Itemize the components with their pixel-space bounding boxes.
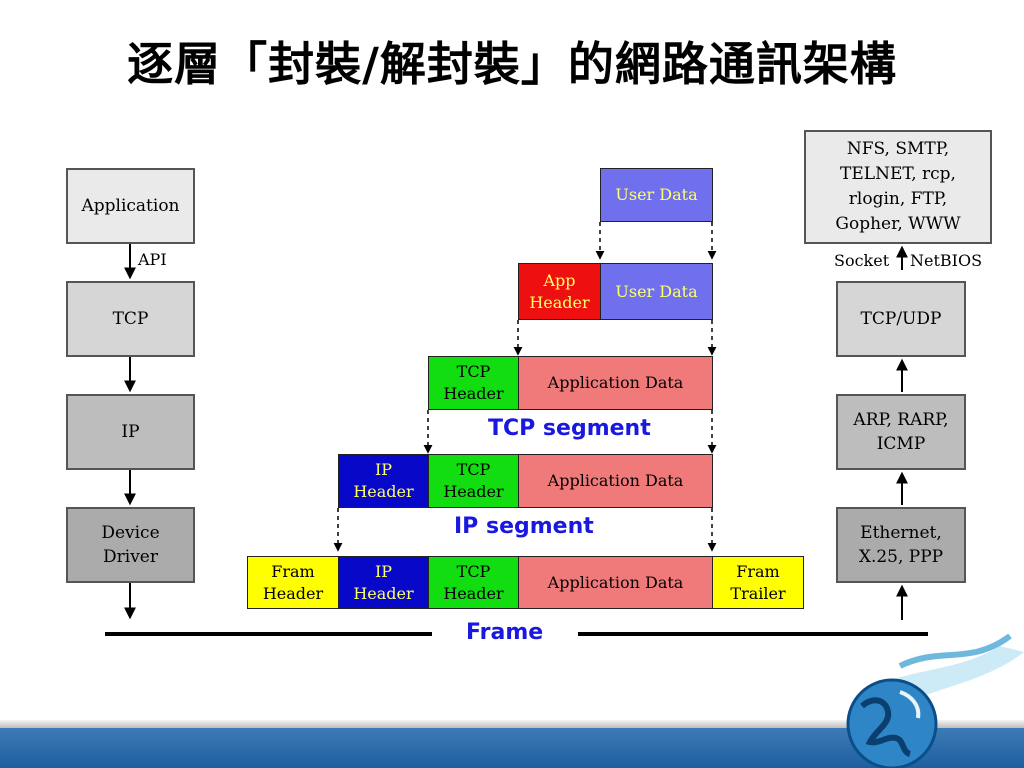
- tcp-header-block-row4: TCP Header: [428, 454, 519, 508]
- frame-header-block: Fram Header: [247, 556, 339, 609]
- left-application-layer: Application: [66, 168, 195, 244]
- ip-header-block: IP Header: [338, 454, 429, 508]
- right-application-protocols: NFS, SMTP, TELNET, rcp, rlogin, FTP, Gop…: [804, 130, 992, 244]
- user-data-block-row2: User Data: [600, 263, 713, 320]
- globe-logo-icon: [846, 633, 1024, 768]
- right-ethernet-layer: Ethernet, X.25, PPP: [836, 507, 966, 583]
- tcp-header-block: TCP Header: [428, 356, 519, 410]
- right-arp-layer: ARP, RARP, ICMP: [836, 394, 966, 470]
- tcp-segment-label: TCP segment: [488, 416, 651, 441]
- application-data-block-row5: Application Data: [518, 556, 713, 609]
- ip-segment-label: IP segment: [454, 514, 594, 539]
- right-tcp-udp-layer: TCP/UDP: [836, 281, 966, 357]
- slide-title: 逐層「封裝/解封裝」的網路通訊架構: [127, 37, 897, 91]
- left-device-driver-layer: Device Driver: [66, 507, 195, 583]
- footer-bar-highlight: [0, 720, 1024, 728]
- app-header-block: App Header: [518, 263, 601, 320]
- tcp-header-block-row5: TCP Header: [428, 556, 519, 609]
- left-tcp-layer: TCP: [66, 281, 195, 357]
- netbios-label: NetBIOS: [910, 251, 983, 270]
- user-data-block: User Data: [600, 168, 713, 222]
- left-ip-layer: IP: [66, 394, 195, 470]
- ip-header-block-row5: IP Header: [338, 556, 429, 609]
- socket-label: Socket: [834, 251, 890, 270]
- api-label: API: [138, 250, 167, 269]
- frame-trailer-block: Fram Trailer: [712, 556, 804, 609]
- application-data-block-row4: Application Data: [518, 454, 713, 508]
- frame-label: Frame: [466, 620, 544, 645]
- application-data-block-row3: Application Data: [518, 356, 713, 410]
